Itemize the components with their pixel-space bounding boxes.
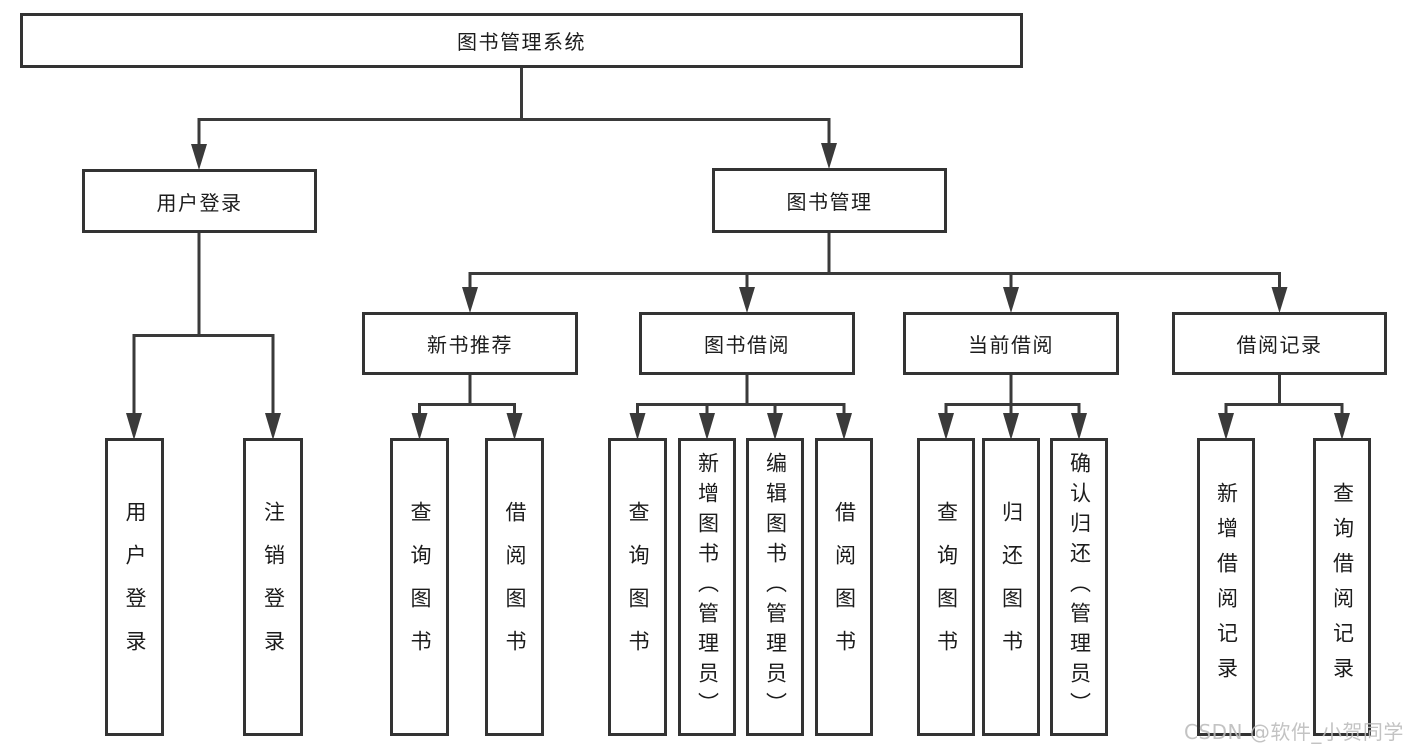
leaf-records-query-record: 查询借阅记录	[1313, 438, 1371, 736]
leaf-borrow-edit-book-admin: 编辑图书（管理员）	[746, 438, 804, 736]
leaf-current-confirm-return-admin: 确认归还（管理员）	[1050, 438, 1108, 736]
node-book-borrow: 图书借阅	[639, 312, 855, 375]
connector-recommend-split	[411, 375, 523, 440]
leaf-recommend-query-book-label: 查询图书	[408, 501, 432, 673]
connector-management-split	[462, 233, 1288, 313]
node-root-label: 图书管理系统	[457, 30, 586, 54]
connector-records-split	[1218, 375, 1350, 440]
leaf-borrow-edit-book-admin-label: 编辑图书（管理员）	[763, 452, 788, 722]
leaf-recommend-query-book: 查询图书	[390, 438, 449, 736]
node-new-book-recommend: 新书推荐	[362, 312, 578, 375]
connector-root-split	[191, 68, 837, 170]
leaf-current-query-book-label: 查询图书	[934, 501, 959, 673]
leaf-records-add-record: 新增借阅记录	[1197, 438, 1255, 736]
leaf-user-login-label: 用户登录	[123, 501, 147, 673]
connector-login-split	[126, 233, 281, 440]
leaf-current-return-book: 归还图书	[982, 438, 1040, 736]
leaf-borrow-query-book: 查询图书	[608, 438, 667, 736]
leaf-records-query-record-label: 查询借阅记录	[1330, 482, 1355, 692]
leaf-current-confirm-return-admin-label: 确认归还（管理员）	[1067, 452, 1092, 722]
node-root: 图书管理系统	[20, 13, 1023, 68]
leaf-borrow-borrow-book: 借阅图书	[815, 438, 873, 736]
node-borrow-records: 借阅记录	[1172, 312, 1387, 375]
leaf-borrow-add-book-admin-label: 新增图书（管理员）	[695, 452, 720, 722]
node-borrow-records-label: 借阅记录	[1236, 333, 1323, 357]
leaf-current-return-book-label: 归还图书	[999, 501, 1024, 673]
connector-current-split	[938, 375, 1087, 440]
node-book-management-label: 图书管理	[786, 190, 873, 214]
node-current-borrow: 当前借阅	[903, 312, 1119, 375]
node-current-borrow-label: 当前借阅	[968, 333, 1054, 357]
leaf-borrow-query-book-label: 查询图书	[626, 501, 650, 673]
node-user-login: 用户登录	[82, 169, 317, 233]
leaf-borrow-add-book-admin: 新增图书（管理员）	[678, 438, 736, 736]
leaf-logout: 注销登录	[243, 438, 303, 736]
leaf-recommend-borrow-book-label: 借阅图书	[503, 501, 527, 673]
leaf-current-query-book: 查询图书	[917, 438, 975, 736]
leaf-recommend-borrow-book: 借阅图书	[485, 438, 544, 736]
leaf-logout-label: 注销登录	[261, 501, 286, 673]
node-book-borrow-label: 图书借阅	[704, 333, 790, 357]
csdn-watermark: CSDN @软件_小贺同学	[1184, 720, 1404, 744]
leaf-user-login: 用户登录	[105, 438, 164, 736]
leaf-records-add-record-label: 新增借阅记录	[1214, 482, 1239, 692]
leaf-borrow-borrow-book-label: 借阅图书	[832, 501, 857, 673]
connector-borrow-split	[629, 375, 852, 440]
node-user-login-label: 用户登录	[156, 190, 243, 215]
node-book-management: 图书管理	[712, 168, 947, 233]
node-new-book-recommend-label: 新书推荐	[427, 333, 513, 357]
